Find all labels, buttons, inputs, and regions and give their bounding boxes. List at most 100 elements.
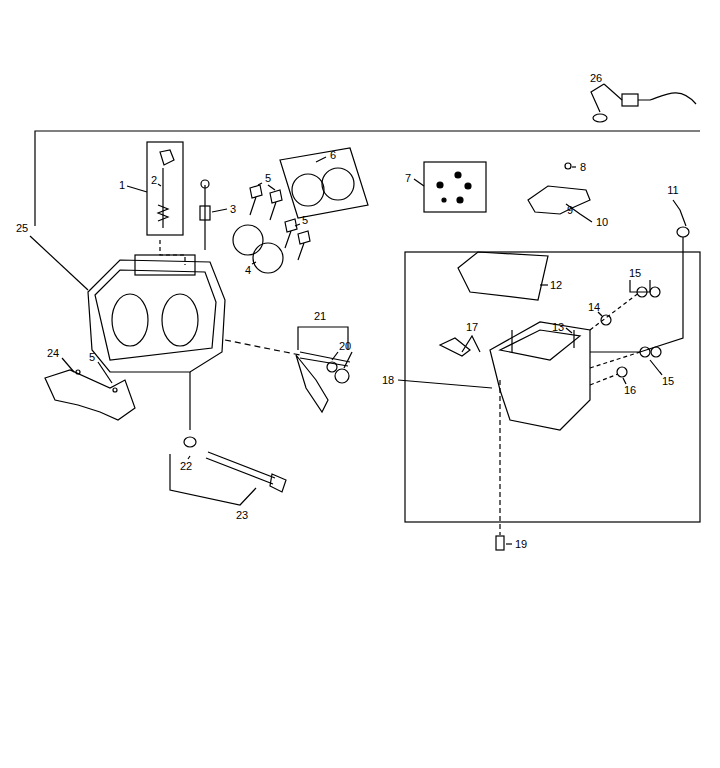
float	[528, 186, 590, 214]
bowl-gasket	[458, 252, 548, 300]
o-ring	[593, 114, 607, 122]
leader	[398, 380, 492, 388]
callout-number: 21	[314, 311, 326, 322]
plug	[640, 347, 650, 357]
screw	[204, 185, 205, 250]
spring	[327, 362, 337, 372]
throttle-shaft	[300, 352, 350, 366]
leader	[212, 209, 227, 212]
callout-number: 14	[588, 302, 600, 313]
callout-number: 26	[590, 73, 602, 84]
throttle-bore	[162, 294, 198, 346]
leader	[158, 184, 161, 186]
bowl-opening	[500, 330, 580, 360]
carburetor-flange	[95, 270, 216, 360]
callout-number: 6	[330, 150, 336, 161]
needle-seat	[677, 227, 689, 237]
seal	[335, 369, 349, 383]
float-bowl	[490, 322, 590, 430]
seal	[650, 287, 660, 297]
leader	[598, 312, 602, 316]
callout-number: 7	[405, 173, 411, 184]
leader	[258, 183, 262, 185]
callout-number: 17	[466, 322, 478, 333]
callout-number: 5	[265, 173, 271, 184]
choke-shaft	[206, 452, 286, 492]
leader	[62, 358, 74, 372]
callout-number: 11	[667, 185, 678, 196]
leader	[540, 284, 548, 285]
float-bowl-frame	[405, 252, 700, 522]
callout-number: 8	[580, 162, 586, 173]
callout-number: 15	[629, 268, 641, 279]
diaphragm	[253, 243, 283, 273]
leader	[566, 328, 572, 333]
callout-number: 23	[236, 510, 248, 521]
callout-number: 5	[302, 215, 308, 226]
seal	[651, 347, 661, 357]
leader	[506, 543, 512, 544]
leader	[189, 372, 190, 430]
kit-card	[424, 162, 486, 212]
diaphragm	[233, 225, 263, 255]
callout-number: 2	[151, 175, 157, 186]
screw	[573, 330, 574, 348]
screw	[601, 315, 611, 325]
callout-number: 9	[567, 205, 573, 216]
callout-number: 19	[515, 539, 527, 550]
leader	[590, 352, 640, 368]
leader	[332, 352, 338, 360]
gasket	[280, 148, 368, 218]
seal	[617, 367, 627, 377]
idle-screw-frame	[147, 142, 183, 235]
gasket-hole	[292, 174, 324, 206]
choke-plate	[45, 370, 135, 420]
leader	[572, 166, 576, 167]
leader	[30, 236, 88, 290]
throttle-lever	[296, 355, 328, 412]
body-top	[135, 255, 195, 275]
cap	[160, 150, 174, 165]
leader	[499, 380, 500, 535]
callout-number: 5	[89, 352, 95, 363]
callout-number: 24	[47, 348, 59, 359]
leader	[604, 84, 622, 100]
callout-number: 20	[339, 341, 351, 352]
leader	[170, 454, 256, 505]
leader	[160, 240, 185, 265]
leader	[590, 374, 618, 385]
spring	[158, 205, 168, 221]
spring	[200, 206, 210, 220]
leader	[590, 237, 683, 352]
leader	[188, 456, 190, 459]
leader	[268, 185, 275, 190]
leader	[650, 360, 662, 375]
leader	[414, 179, 424, 186]
callout-number: 4	[245, 265, 251, 276]
screw	[511, 330, 512, 352]
callout-number: 22	[180, 461, 192, 472]
callout-number: 15	[662, 376, 674, 387]
leader	[630, 280, 650, 292]
carburetor-body	[88, 260, 225, 372]
callout-number: 12	[550, 280, 562, 291]
screw-head	[201, 180, 209, 188]
bolt	[496, 536, 504, 550]
screw	[76, 370, 80, 374]
leader	[295, 224, 300, 226]
screw	[113, 388, 117, 392]
callout-number: 18	[382, 375, 394, 386]
leader	[225, 340, 300, 355]
leader	[316, 157, 326, 162]
callout-number: 10	[596, 217, 608, 228]
callout-number: 1	[119, 180, 125, 191]
leader	[462, 336, 480, 352]
throttle-bore	[112, 294, 148, 346]
leader	[344, 352, 352, 368]
leader	[623, 378, 626, 384]
frame-line	[35, 131, 700, 226]
callout-number: 3	[230, 204, 236, 215]
callout-number: 25	[16, 223, 28, 234]
sensor	[622, 94, 638, 106]
